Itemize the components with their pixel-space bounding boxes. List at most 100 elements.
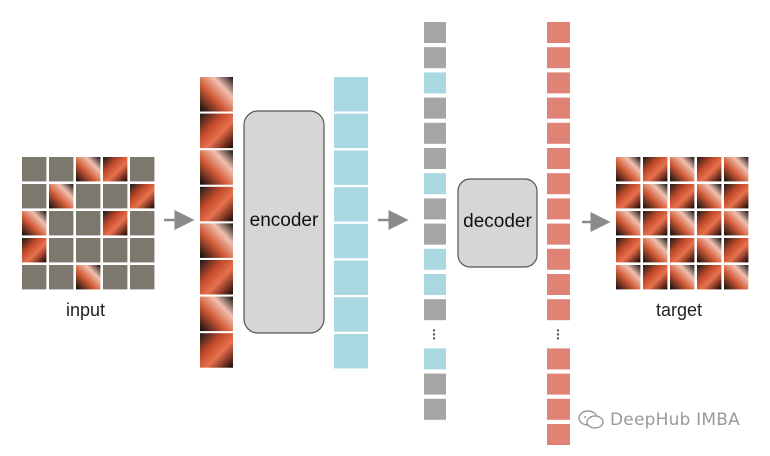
ellipsis-dot — [432, 337, 436, 340]
target-patch — [697, 184, 722, 209]
masked-patch — [22, 157, 47, 182]
visible-patch — [103, 211, 128, 236]
target-patch — [616, 238, 641, 263]
input-image-grid — [22, 157, 155, 290]
ellipsis-dot — [432, 329, 436, 332]
encoded-token — [334, 297, 368, 332]
target-patch — [697, 238, 722, 263]
visible-patch — [103, 157, 128, 182]
decoder-output-tokens — [547, 22, 570, 445]
target-patch — [616, 157, 641, 182]
reconstructed-token — [547, 97, 570, 119]
visible-patch — [22, 238, 47, 263]
reconstructed-token — [547, 148, 570, 169]
target-patch — [670, 238, 695, 263]
target-patch — [670, 211, 695, 236]
reconstructed-token — [547, 223, 570, 245]
image-patch — [200, 223, 233, 258]
mask-token — [424, 373, 446, 395]
input-label: input — [66, 300, 106, 320]
encoded-token — [334, 333, 368, 369]
image-patch — [200, 260, 233, 295]
reconstructed-token — [547, 274, 570, 295]
masked-patch — [22, 184, 47, 209]
masked-patch — [103, 184, 128, 209]
reconstructed-token — [547, 72, 570, 94]
target-patch — [724, 238, 749, 263]
target-image-grid — [616, 157, 749, 290]
reconstructed-token — [547, 22, 570, 43]
encoded-token — [334, 260, 368, 295]
image-patch — [200, 186, 233, 222]
mask-token — [424, 97, 446, 119]
masked-patch — [49, 157, 74, 182]
mask-token — [424, 398, 446, 420]
reconstructed-token — [547, 348, 570, 370]
ellipsis-dot — [556, 329, 560, 332]
encoded-token — [334, 150, 368, 185]
target-patch — [697, 265, 722, 290]
target-patch — [724, 184, 749, 209]
reconstructed-token — [547, 173, 570, 195]
target-patch — [697, 211, 722, 236]
decoder-input-tokens — [424, 22, 446, 420]
image-patch — [200, 113, 233, 149]
ellipsis-dot — [556, 337, 560, 340]
visible-patch — [22, 211, 47, 236]
visible-patch — [76, 157, 101, 182]
encoded-token — [334, 223, 368, 259]
mask-token — [424, 122, 446, 144]
reconstructed-token — [547, 373, 570, 395]
image-patch — [200, 333, 233, 368]
image-patch — [200, 296, 233, 332]
mask-token — [424, 47, 446, 69]
encoder-input-patches — [200, 77, 233, 368]
target-patch — [724, 157, 749, 182]
target-patch — [643, 157, 668, 182]
encoder-block — [243, 110, 325, 334]
masked-patch — [76, 238, 101, 263]
encoder-label: encoder — [249, 210, 319, 231]
encoded-token — [424, 274, 446, 295]
reconstructed-token — [547, 47, 570, 69]
watermark: DeepHub IMBA — [578, 410, 740, 430]
target-patch — [616, 265, 641, 290]
masked-patch — [130, 265, 155, 290]
decoder-block — [457, 178, 538, 268]
target-patch — [724, 211, 749, 236]
encoder-output-tokens — [334, 77, 368, 369]
target-patch — [643, 238, 668, 263]
masked-patch — [76, 184, 101, 209]
encoded-token — [424, 248, 446, 270]
target-patch — [643, 184, 668, 209]
ellipsis-dot — [432, 333, 436, 336]
masked-patch — [76, 211, 101, 236]
target-patch — [670, 184, 695, 209]
masked-patch — [130, 211, 155, 236]
masked-patch — [22, 265, 47, 290]
masked-patch — [130, 238, 155, 263]
reconstructed-token — [547, 198, 570, 220]
visible-patch — [49, 184, 74, 209]
target-patch — [616, 184, 641, 209]
reconstructed-token — [547, 424, 570, 445]
mask-token — [424, 299, 446, 321]
reconstructed-token — [547, 122, 570, 144]
visible-patch — [76, 265, 101, 290]
reconstructed-token — [547, 398, 570, 420]
image-patch — [200, 150, 233, 185]
encoded-token — [424, 348, 446, 370]
target-patch — [643, 265, 668, 290]
mask-token — [424, 198, 446, 220]
masked-patch — [49, 265, 74, 290]
masked-patch — [130, 157, 155, 182]
masked-patch — [49, 238, 74, 263]
encoded-token — [334, 77, 368, 112]
encoded-token — [424, 72, 446, 94]
wechat-icon — [578, 410, 604, 429]
masked-patch — [103, 238, 128, 263]
target-patch — [670, 157, 695, 182]
watermark-text: DeepHub IMBA — [610, 410, 740, 430]
target-patch — [724, 265, 749, 290]
target-patch — [643, 211, 668, 236]
